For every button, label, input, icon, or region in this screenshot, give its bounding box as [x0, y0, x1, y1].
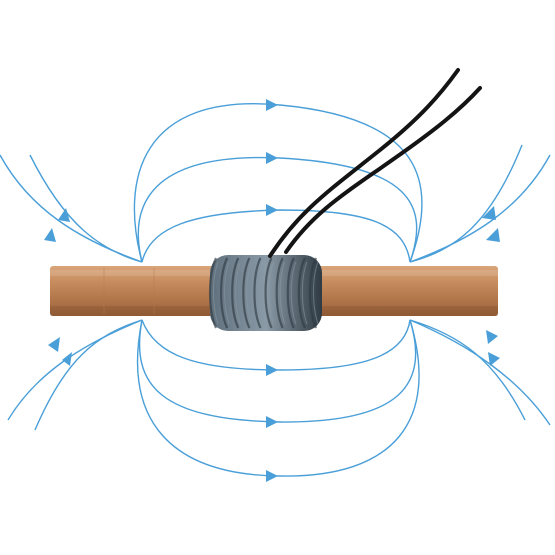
coil-turn	[231, 257, 240, 329]
field-line-right-upper-outer	[409, 154, 551, 263]
coil-turn-highlight	[246, 261, 252, 325]
coil-turn	[286, 257, 295, 329]
coil-turn	[220, 257, 229, 329]
arrow-right-lower-inner	[486, 330, 498, 344]
field-line-right-lower-inner	[409, 319, 526, 421]
coil-turn-highlight	[301, 261, 308, 325]
coil-turn-highlight	[257, 261, 263, 325]
coil-turn-highlight	[290, 261, 297, 325]
field-line-bottom-middle	[138, 319, 417, 423]
arrow-bottom-inner	[266, 364, 278, 376]
arrow-left-upper-inner	[58, 208, 70, 222]
field-line-bottom-inner	[141, 319, 411, 371]
coil-turns	[208, 257, 319, 329]
arrow-top-inner	[266, 204, 278, 216]
field-line-left-lower-inner	[34, 319, 143, 431]
arrow-left-lower-inner	[62, 352, 72, 366]
coil-turn	[264, 257, 273, 329]
field-line-top-middle	[137, 156, 418, 263]
coil-turn	[242, 257, 251, 329]
field-line-left-upper-outer	[0, 154, 143, 263]
coil-turn-highlight	[279, 261, 286, 325]
field-line-left-upper-inner	[29, 154, 143, 263]
field-arrows	[44, 99, 500, 482]
coil-turn	[208, 257, 218, 329]
arrow-right-upper-outer	[486, 228, 500, 242]
field-line-bottom-outer	[137, 319, 420, 477]
wire-coil	[208, 255, 322, 331]
coil-turn-highlight	[224, 261, 230, 325]
coil-turn	[308, 257, 318, 329]
field-line-left-lower-outer	[7, 319, 143, 421]
coil-turn	[297, 257, 306, 329]
coil-turn	[275, 257, 284, 329]
coil-turn-highlight	[313, 261, 319, 325]
arrow-right-upper-inner	[482, 206, 496, 220]
arrow-right-lower-outer	[488, 352, 500, 366]
lead-wires	[268, 68, 482, 258]
lead-wire-1	[268, 68, 460, 258]
arrow-left-upper-outer	[44, 228, 56, 242]
field-line-top-outer	[133, 103, 423, 263]
coil-turn	[253, 257, 262, 329]
field-line-top-inner	[141, 209, 411, 263]
arrow-left-lower-outer	[48, 337, 60, 352]
coil-turn-highlight	[268, 261, 275, 325]
field-line-right-lower-outer	[409, 319, 551, 426]
arrow-top-middle	[266, 152, 278, 164]
arrow-bottom-outer	[266, 470, 278, 482]
coil-turn-highlight	[235, 261, 241, 325]
arrow-bottom-middle	[266, 416, 278, 428]
coil-turn-highlight	[213, 261, 219, 325]
field-line-right-upper-inner	[409, 144, 523, 263]
lead-wire-2	[284, 86, 482, 254]
arrow-top-outer	[266, 99, 278, 111]
